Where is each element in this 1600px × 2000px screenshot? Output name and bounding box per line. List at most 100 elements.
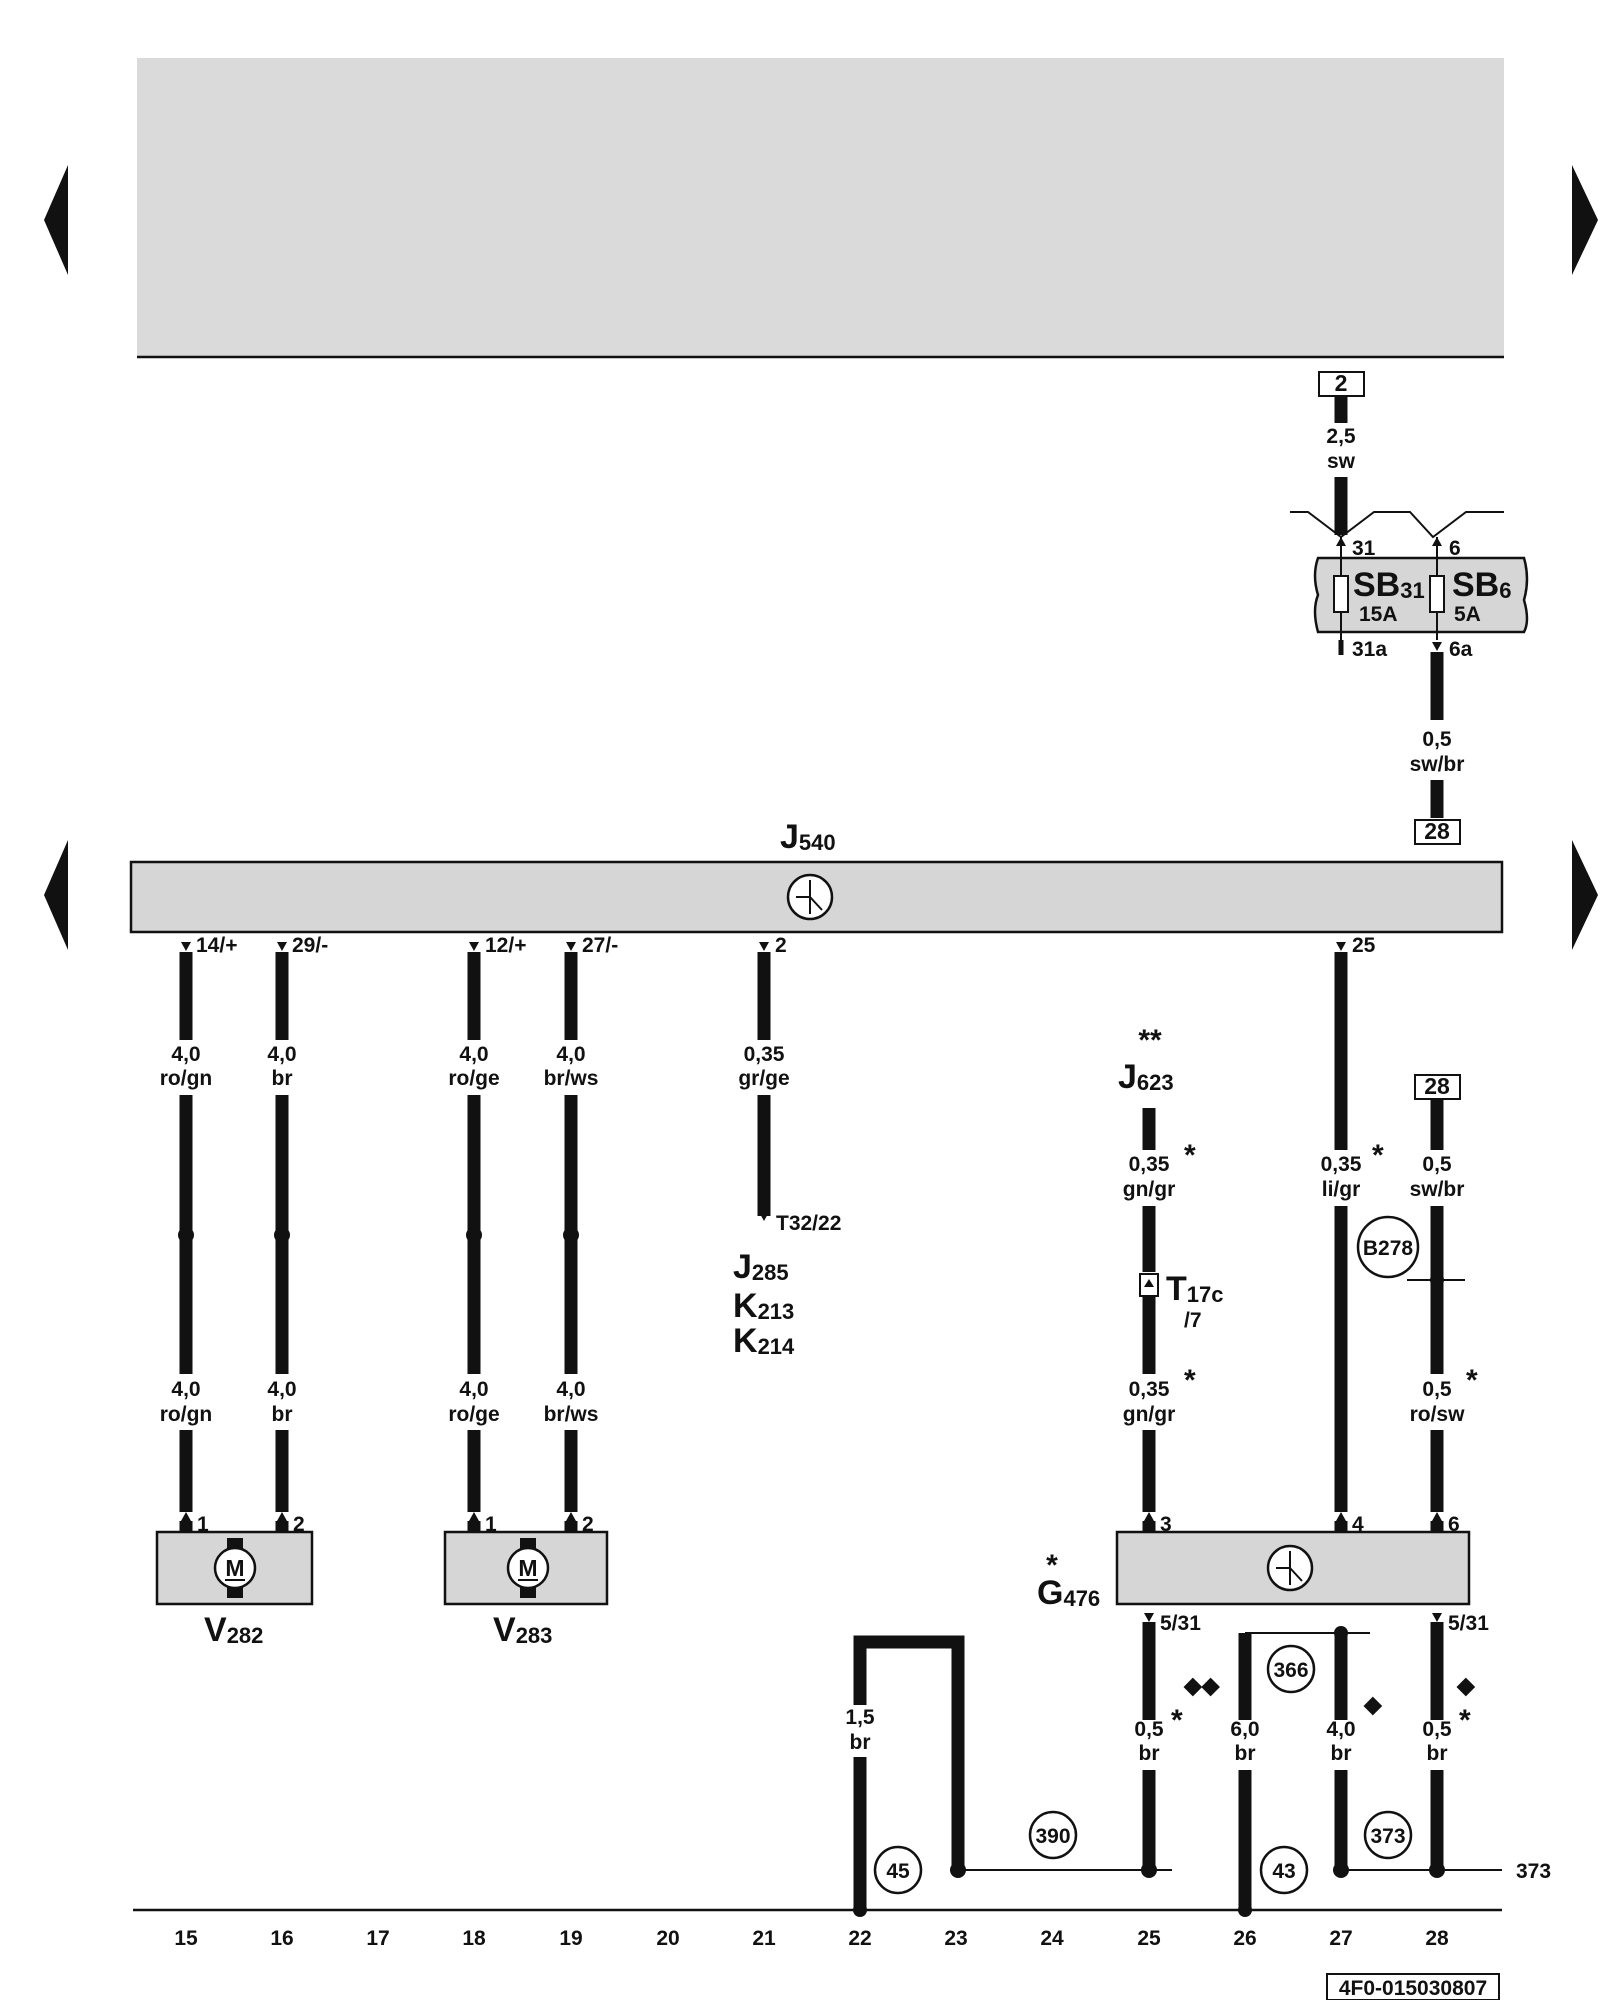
component-j623-stars: ** — [1138, 1024, 1162, 1057]
wire-size-label: 4,0 — [556, 1378, 585, 1401]
previous-page-arrow-icon[interactable] — [44, 165, 68, 275]
connector-t17c-pin: /7 — [1184, 1309, 1202, 1332]
column-number: 19 — [559, 1927, 582, 1950]
previous-section-arrow-icon[interactable] — [44, 840, 68, 950]
pin-label: 6a — [1449, 638, 1473, 661]
footnote-star: * — [1171, 1704, 1183, 1737]
wire-size-label: 1,5 — [845, 1706, 875, 1729]
footnote-star: * — [1184, 1139, 1196, 1172]
pin-arrow-icon — [1432, 537, 1442, 546]
wire-size-label: 0,5 — [1422, 1378, 1452, 1401]
footnote-diamonds: ◆◆ — [1183, 1672, 1221, 1698]
splice-point — [1238, 1903, 1252, 1917]
fuse-holder-outline — [1290, 511, 1504, 539]
wire-color-label: ro/ge — [448, 1067, 499, 1090]
wire-size-label: 4,0 — [171, 1043, 200, 1066]
wire-color-label: br — [850, 1731, 871, 1754]
wire-size-label: 0,35 — [744, 1043, 785, 1066]
wire-size-label: 0,35 — [1129, 1378, 1170, 1401]
connection-390-icon — [1028, 1810, 1078, 1860]
splice-point — [178, 1227, 194, 1243]
wire-color-label: br — [272, 1067, 293, 1090]
pin-label: 25 — [1352, 934, 1376, 957]
column-number: 26 — [1233, 1927, 1256, 1950]
ground-wire-loop — [853, 1635, 965, 1910]
wire-color-label: sw — [1327, 450, 1356, 473]
pin-arrow-icon — [759, 1212, 769, 1221]
motor-symbol: M — [518, 1555, 537, 1581]
column-number: 20 — [656, 1927, 679, 1950]
wire-color-label: sw/br — [1410, 1178, 1465, 1201]
column-number: 23 — [944, 1927, 967, 1950]
pin-label: 2 — [775, 934, 787, 957]
column-number: 22 — [848, 1927, 871, 1950]
ground-point-43-label: 43 — [1272, 1860, 1295, 1883]
j540-pin-group: 14/+ 29/- 12/+ 27/- 2 25 — [181, 934, 1376, 957]
wire-size-label: 0,35 — [1321, 1153, 1362, 1176]
wire-size-label: 4,0 — [267, 1043, 296, 1066]
reference-373-label: 373 — [1516, 1860, 1551, 1883]
pin-label: 1 — [197, 1513, 209, 1536]
fuse-sb6-rating: 5A — [1454, 603, 1481, 626]
connection-366-icon — [1266, 1644, 1316, 1694]
pin-label: 1 — [485, 1513, 497, 1536]
component-j623-label: J623 — [1118, 1058, 1174, 1096]
footnote-diamond: ◆ — [1456, 1672, 1476, 1698]
wire-color-label: gn/gr — [1123, 1178, 1176, 1201]
connection-373-icon — [1363, 1810, 1413, 1860]
pin-label: 3 — [1160, 1513, 1172, 1536]
motor-icon — [506, 1546, 550, 1590]
reference-box-label: 2 — [1335, 370, 1348, 396]
fuse-sb6-icon — [1429, 575, 1445, 613]
wire-color-label: br — [272, 1403, 293, 1426]
wire-color-label: br — [1331, 1742, 1352, 1765]
wire-color-label: li/gr — [1322, 1178, 1361, 1201]
component-k213-label: K213 — [733, 1287, 794, 1325]
motor-pin-group: 1 2 1 2 3 4 6 — [181, 1512, 1460, 1536]
splice-point — [1334, 1626, 1348, 1640]
splice-point — [1141, 1862, 1157, 1878]
wire-color-label: gn/gr — [1123, 1403, 1176, 1426]
wire-color-label: br/ws — [544, 1067, 599, 1090]
wire-color-label: ro/gn — [160, 1403, 213, 1426]
column-number: 16 — [270, 1927, 293, 1950]
column-number: 27 — [1329, 1927, 1352, 1950]
wire-color-label: br — [1427, 1742, 1448, 1765]
wire-color-label: ro/gn — [160, 1067, 213, 1090]
ground-point-45-icon — [873, 1845, 923, 1895]
fuse-sb31-icon — [1333, 575, 1349, 613]
next-page-arrow-icon[interactable] — [1572, 165, 1598, 275]
footnote-star: * — [1466, 1364, 1478, 1397]
pin-label: 29/- — [292, 934, 328, 957]
wire-size-label: 4,0 — [459, 1043, 488, 1066]
pin-label: 31a — [1352, 638, 1387, 661]
wire-color-label: br — [1235, 1742, 1256, 1765]
motor-symbol: M — [225, 1555, 244, 1581]
connection-373-label: 373 — [1370, 1825, 1405, 1848]
connector-t17c-icon — [1144, 1279, 1154, 1287]
transistor-icon — [1289, 1567, 1303, 1582]
footnote-star: * — [1184, 1364, 1196, 1397]
pin-label: 4 — [1352, 1513, 1364, 1536]
pin-label: 31 — [1352, 537, 1376, 560]
pin-label: 5/31 — [1160, 1612, 1201, 1635]
wire-color-label: sw/br — [1410, 753, 1465, 776]
document-id: 4F0-015030807 — [1339, 1977, 1487, 2000]
component-v282-label: V282 — [204, 1611, 263, 1649]
column-numbers: 15 16 17 18 19 20 21 22 23 24 25 26 27 2… — [174, 1927, 1449, 1950]
connector-t32-label: T32/22 — [776, 1212, 841, 1235]
ground-point-43-icon — [1259, 1845, 1309, 1895]
next-section-arrow-icon[interactable] — [1572, 840, 1598, 950]
splice-point — [1430, 1273, 1444, 1287]
wire-size-label: 0,5 — [1422, 728, 1452, 751]
component-g476-label: G476 — [1037, 1574, 1100, 1612]
column-number: 28 — [1425, 1927, 1449, 1950]
ground-point-45-label: 45 — [886, 1860, 910, 1883]
splice-point — [466, 1227, 482, 1243]
wire-size-label: 0,35 — [1129, 1153, 1170, 1176]
pin-label: 27/- — [582, 934, 618, 957]
wire-color-label: br — [1139, 1742, 1160, 1765]
wire-size-label: 0,5 — [1134, 1718, 1164, 1741]
wire-color-label: ro/sw — [1410, 1403, 1466, 1426]
